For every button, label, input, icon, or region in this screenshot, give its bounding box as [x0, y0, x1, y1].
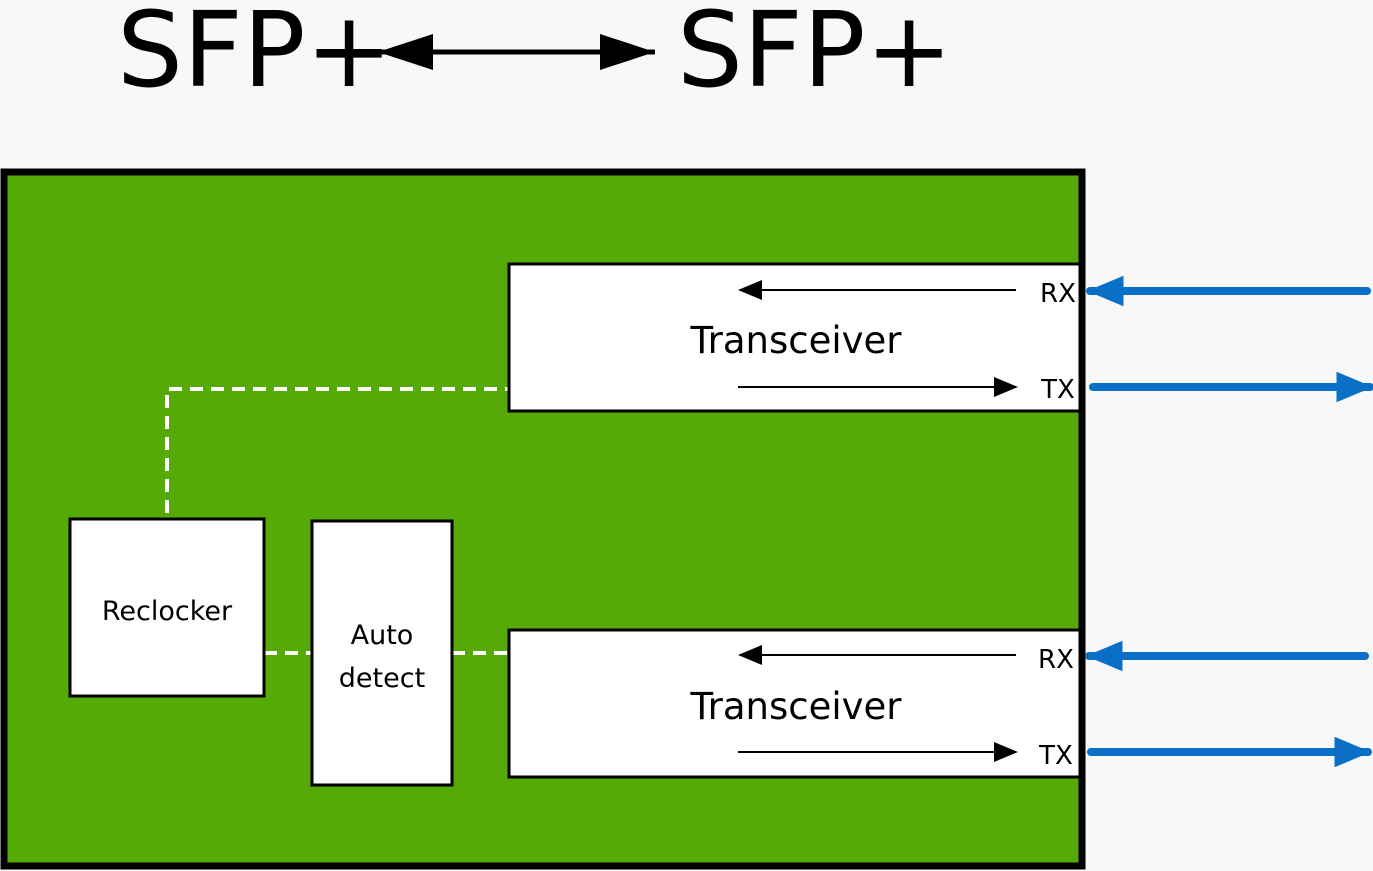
transceiver-bottom: Transceiver RX TX — [507, 628, 1082, 779]
transceiver-bottom-tx-label: TX — [1038, 741, 1073, 771]
transceiver-top: Transceiver RX TX — [507, 262, 1082, 413]
reclocker-label: Reclocker — [102, 596, 233, 627]
bidirectional-arrow-icon — [378, 34, 655, 70]
transceiver-top-tx-label: TX — [1040, 375, 1075, 405]
auto-detect-block: Auto detect — [310, 519, 454, 787]
auto-detect-label-line1: Auto — [351, 620, 414, 651]
transceiver-top-rx-label: RX — [1040, 279, 1076, 309]
sfp-left-label: SFP+ — [117, 0, 393, 111]
transceiver-bottom-rx-label: RX — [1038, 645, 1074, 675]
auto-detect-label-line2: detect — [339, 663, 425, 694]
transceiver-top-label: Transceiver — [689, 319, 902, 362]
transceiver-bottom-label: Transceiver — [689, 685, 902, 728]
reclocker-block: Reclocker — [68, 517, 266, 698]
sfp-right-label: SFP+ — [677, 0, 953, 111]
